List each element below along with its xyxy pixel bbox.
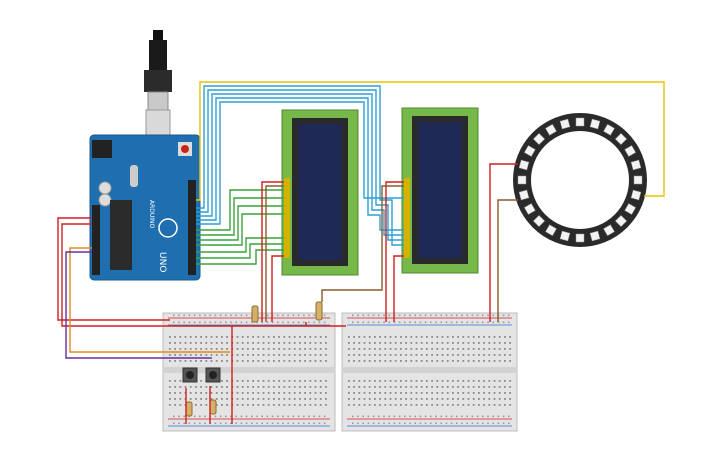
- wire-blue-4: [196, 97, 404, 231]
- model-label: UNO: [157, 252, 167, 272]
- breadboard-holes-left: [169, 314, 327, 425]
- wire-red-lcd2-a: [385, 181, 404, 322]
- atmega-chip: [110, 200, 132, 270]
- arduino-uno-board[interactable]: UNO ARDUINO: [89, 134, 201, 281]
- power-jack: [92, 140, 112, 158]
- neopixel-led: [589, 118, 601, 130]
- neopixel-led: [603, 224, 615, 237]
- resistor-lcd2: [315, 301, 323, 321]
- wire-red-lcd1-c: [271, 255, 284, 322]
- lcd-pins-2: [404, 178, 410, 258]
- pushbutton-2[interactable]: [205, 367, 221, 383]
- neopixel-led: [575, 117, 585, 127]
- neopixel-led: [589, 230, 601, 242]
- neopixel-led: [518, 159, 530, 171]
- lcd-display-1[interactable]: [281, 109, 359, 276]
- resistor-button-1: [185, 401, 193, 417]
- neopixel-led: [630, 159, 642, 171]
- lcd-display-2[interactable]: [401, 107, 479, 274]
- wire-red-lcd1-b: [265, 185, 284, 322]
- neopixel-led: [517, 175, 527, 185]
- wires: [57, 81, 665, 424]
- wire-green-2: [196, 197, 284, 236]
- neopixel-led: [614, 214, 628, 228]
- wire-green-4: [196, 213, 284, 246]
- wire-green-3: [196, 205, 284, 241]
- resistor-lcd1: [251, 305, 259, 323]
- wire-red-gnd: [61, 223, 346, 327]
- wire-red-5v: [57, 217, 170, 321]
- neopixel-led: [518, 189, 530, 201]
- breadboard-right[interactable]: [341, 312, 518, 432]
- lcd-pins-1: [284, 178, 290, 258]
- wire-green-6: [196, 243, 284, 259]
- neopixel-led: [523, 203, 536, 215]
- wire-blue-5: [196, 101, 404, 225]
- pushbutton-1[interactable]: [182, 367, 198, 383]
- wire-red-ring-vcc: [489, 163, 518, 322]
- neopixel-led: [559, 230, 571, 242]
- resistor-button-2: [209, 399, 217, 415]
- neopixel-led: [633, 175, 643, 185]
- wire-brown-ring-gnd: [497, 199, 518, 322]
- neopixel-led: [545, 224, 557, 237]
- wire-blue-2: [196, 89, 404, 241]
- power-header: [92, 205, 100, 275]
- wire-red-lcd1-a: [261, 181, 284, 322]
- neopixel-led: [545, 123, 557, 136]
- neopixel-ring[interactable]: [513, 113, 647, 247]
- usb-cable: [144, 30, 172, 139]
- wire-orange-button: [69, 247, 230, 353]
- capacitor-1: [98, 181, 112, 195]
- neopixel-led: [614, 132, 628, 146]
- wire-green-7: [196, 249, 284, 265]
- wire-green-5: [196, 237, 284, 253]
- neopixel-led: [603, 123, 615, 136]
- arduino-logo: [158, 218, 178, 238]
- neopixel-led: [624, 145, 637, 157]
- wire-red-lcd2-c: [393, 255, 404, 322]
- neopixel-led: [630, 189, 642, 201]
- lcd-screen-1: [298, 124, 342, 260]
- neopixel-led: [523, 145, 536, 157]
- neopixel-led: [532, 214, 546, 228]
- neopixel-led: [624, 203, 637, 215]
- wire-blue-1: [196, 85, 404, 246]
- neopixel-led: [532, 132, 546, 146]
- digital-header: [188, 180, 196, 275]
- neopixel-led: [575, 233, 585, 243]
- neopixel-led: [559, 118, 571, 130]
- wire-green-1: [196, 189, 284, 231]
- capacitor-2: [98, 193, 112, 207]
- crystal: [130, 165, 138, 187]
- breadboard-holes-right: [348, 314, 511, 425]
- lcd-screen-2: [418, 122, 462, 258]
- wire-blue-3: [196, 93, 404, 236]
- wire-red-lcd2-b: [321, 185, 404, 302]
- brand-label: ARDUINO: [148, 200, 155, 229]
- wire-yellow-ring-data: [196, 81, 665, 201]
- wire-purple-button: [65, 251, 212, 359]
